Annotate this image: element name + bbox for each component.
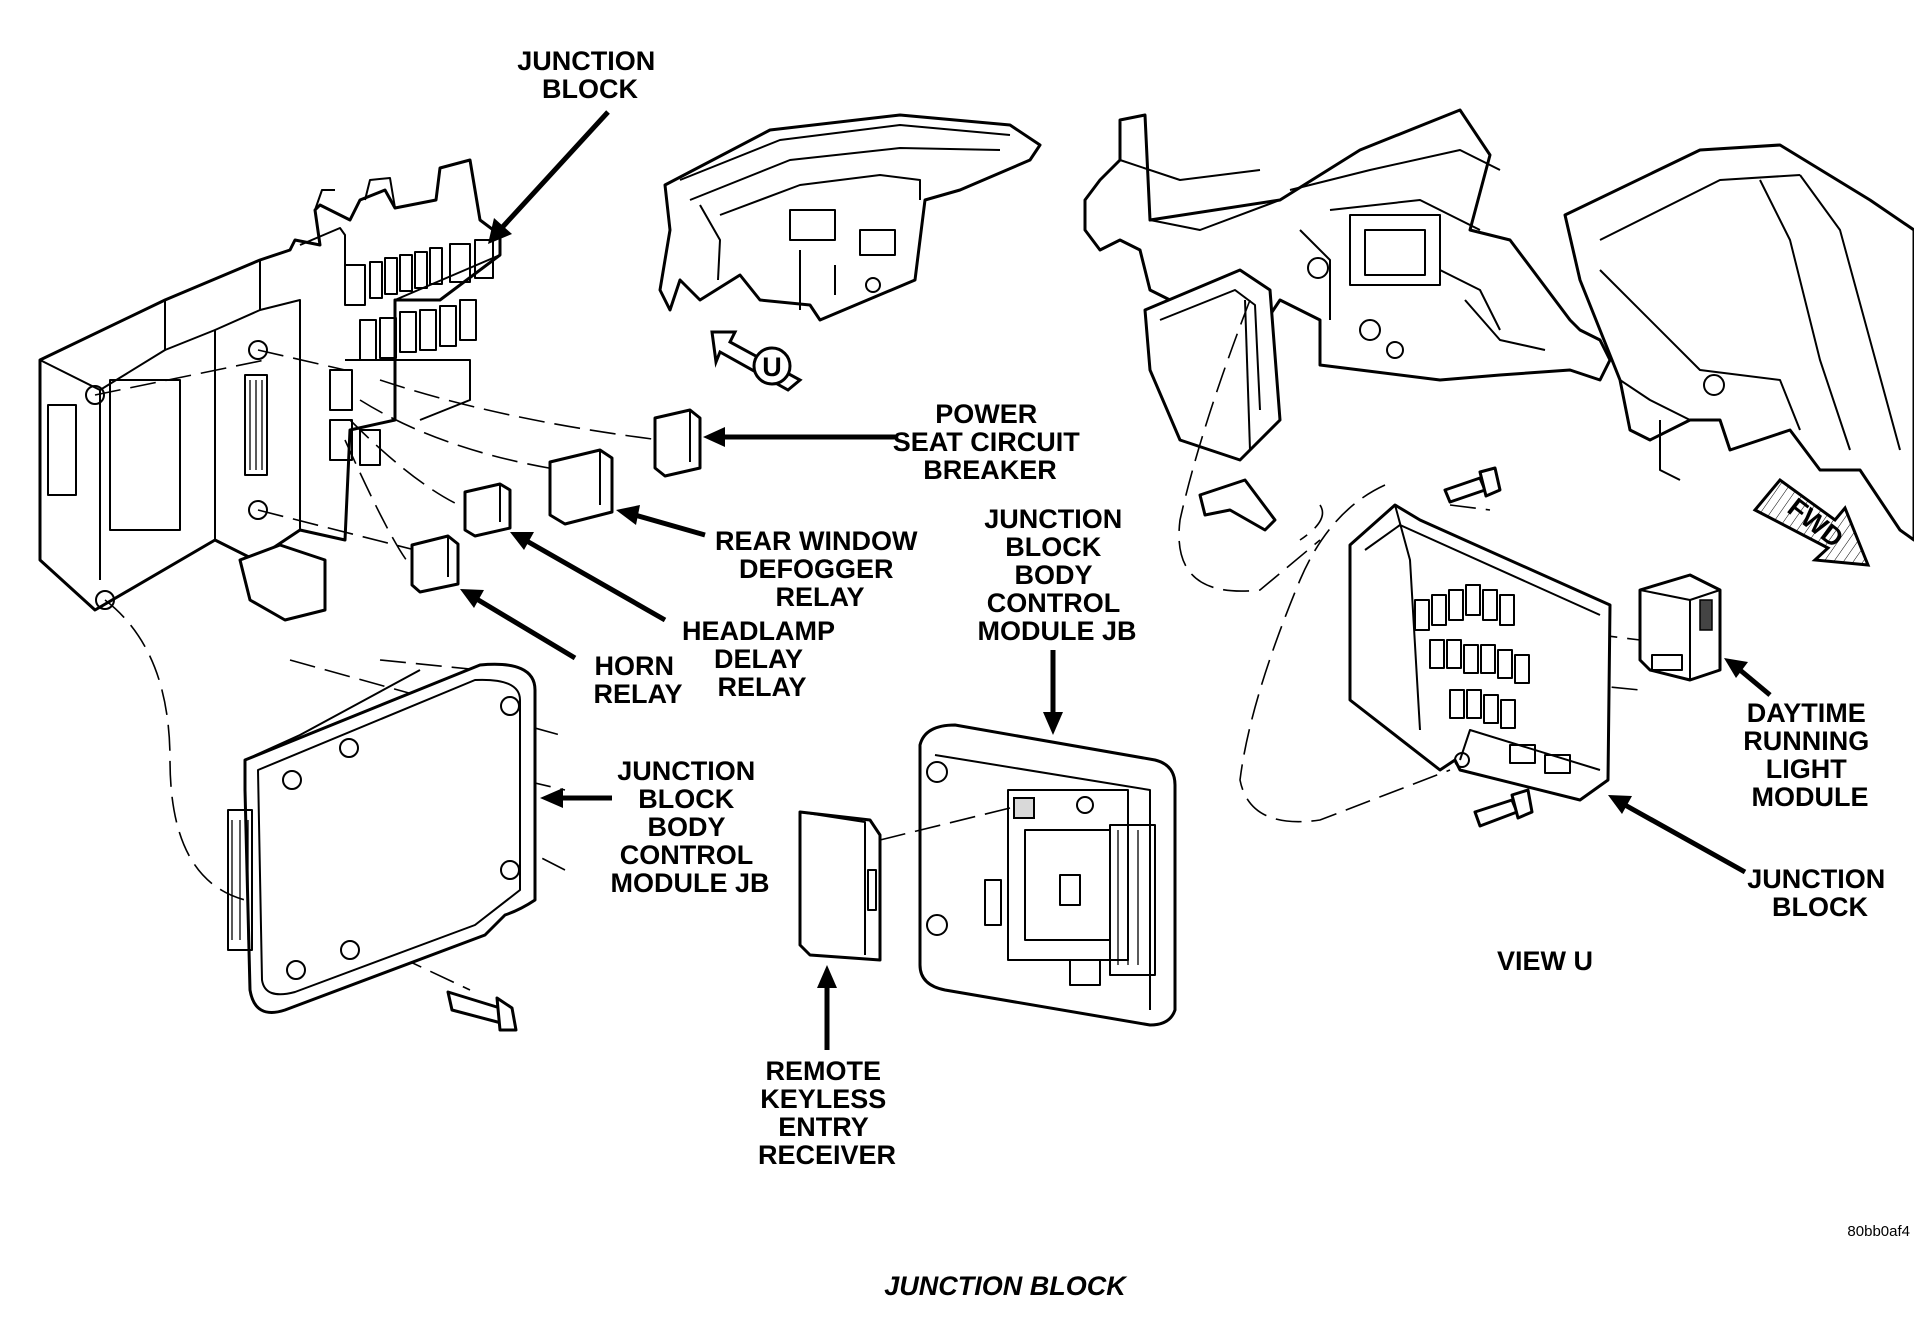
callout-arrows <box>460 110 1772 1050</box>
label-rear-window-defogger-relay: REAR WINDOW DEFOGGER RELAY <box>715 526 925 612</box>
figure-code: 80bb0af4 <box>1847 1223 1910 1240</box>
vehicle-interior-structure <box>1083 108 1612 382</box>
label-daytime-running-light-module: DAYTIME RUNNING LIGHT MODULE <box>1743 698 1877 812</box>
label-horn-relay: HORN RELAY <box>593 651 682 709</box>
forward-direction-indicator: FWD <box>1752 477 1871 567</box>
remote-keyless-entry-receiver <box>798 810 882 962</box>
mounting-screw-left <box>446 990 518 1032</box>
label-junction-block-top: JUNCTION BLOCK <box>517 46 663 104</box>
junction-block-view-u <box>1348 503 1612 802</box>
door-opening-structure <box>1563 143 1914 542</box>
view-u-marker: U <box>762 352 782 382</box>
component-labels: JUNCTION BLOCK POWER SEAT CIRCUIT BREAKE… <box>517 46 1893 1170</box>
body-control-module-left <box>227 662 537 1014</box>
mounting-screw-lower-right <box>1473 788 1534 828</box>
instrument-panel <box>658 113 1042 322</box>
label-jb-bcm-center: JUNCTION BLOCK BODY CONTROL MODULE JB <box>977 504 1136 646</box>
power-seat-circuit-breaker <box>653 408 702 478</box>
body-control-module-center <box>918 723 1177 1027</box>
label-remote-keyless-entry-receiver: REMOTE KEYLESS ENTRY RECEIVER <box>758 1056 896 1170</box>
mounting-screw-upper-right <box>1443 466 1502 504</box>
view-u-label: VIEW U <box>1497 946 1593 976</box>
rear-window-defogger-relay <box>548 448 614 526</box>
junction-block-mounting-bracket <box>1143 268 1282 532</box>
horn-relay <box>410 534 460 594</box>
view-u-indicator: U <box>710 330 803 392</box>
daytime-running-light-module <box>1638 573 1722 682</box>
label-junction-block-right: JUNCTION BLOCK <box>1747 864 1893 922</box>
label-power-seat-circuit-breaker: POWER SEAT CIRCUIT BREAKER <box>893 399 1088 485</box>
label-headlamp-delay-relay: HEADLAMP DELAY RELAY <box>682 616 842 702</box>
label-jb-bcm-left: JUNCTION BLOCK BODY CONTROL MODULE JB <box>610 756 769 898</box>
junction-block-housing <box>38 158 502 622</box>
figure-caption: JUNCTION BLOCK <box>884 1271 1128 1301</box>
headlamp-delay-relay <box>463 482 512 538</box>
